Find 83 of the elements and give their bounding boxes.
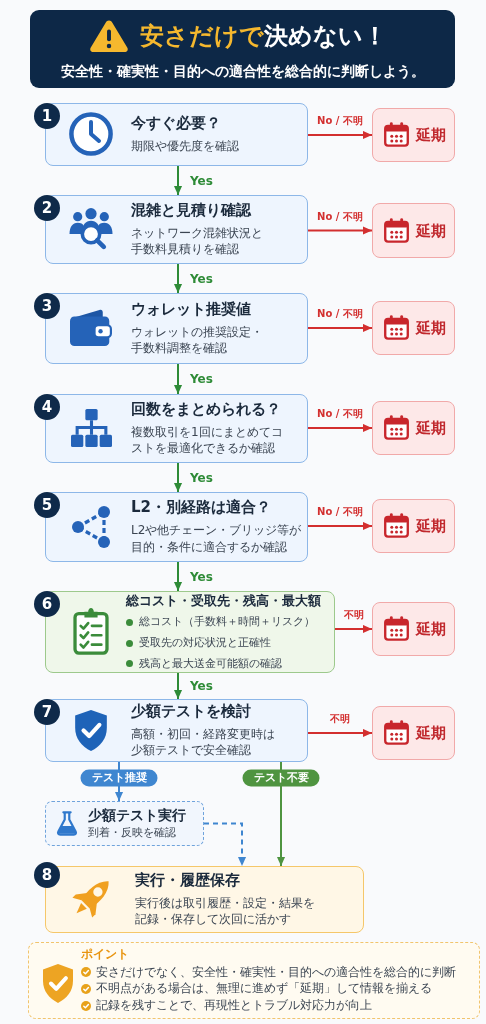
arrow bbox=[307, 521, 373, 531]
step-number-badge: 7 bbox=[34, 699, 60, 725]
dashed-arrow bbox=[203, 822, 247, 867]
step-number-badge: 3 bbox=[34, 293, 60, 319]
step-title: 実行・履歴保存 bbox=[135, 870, 240, 890]
arrow bbox=[173, 263, 183, 294]
edge-label: Yes bbox=[190, 470, 213, 485]
step-title: 少額テストを検討 bbox=[131, 701, 251, 721]
checklist-item: 総コスト（手数料＋時間＋リスク） bbox=[139, 614, 315, 630]
step-number-badge: 5 bbox=[34, 492, 60, 518]
defer-box bbox=[372, 602, 455, 656]
step-title: 混雑と見積り確認 bbox=[131, 200, 251, 220]
step-description: ウォレットの推奨設定・手数料調整を確認 bbox=[131, 323, 264, 358]
edge-label: Yes bbox=[190, 569, 213, 584]
step-title: 総コスト・受取先・残高・最大額 bbox=[126, 592, 321, 609]
defer-label: 延期 bbox=[416, 125, 446, 145]
header-banner bbox=[30, 10, 455, 88]
edge-label: 不明 bbox=[330, 713, 350, 725]
step-description: ネットワーク混雑状況と手数料見積りを確認 bbox=[131, 224, 264, 259]
step-description: L2や他チェーン・ブリッジ等が目的・条件に適合するか確認 bbox=[131, 522, 303, 556]
edge-label: 不明 bbox=[343, 609, 364, 621]
step-description: 期限や優先度を確認 bbox=[131, 137, 239, 155]
banner-subtitle: 安全性・確実性・目的への適合性を総合的に判断しよう。 bbox=[60, 62, 425, 81]
defer-label: 延期 bbox=[416, 723, 446, 743]
arrow bbox=[334, 624, 373, 634]
test-box bbox=[45, 801, 204, 846]
edge-label: Yes bbox=[190, 678, 213, 694]
tip-item: 記録を残すことで、再現性とトラブル対応力が向上 bbox=[96, 997, 372, 1014]
note-box bbox=[28, 942, 480, 1019]
tips-heading: ポイント bbox=[81, 947, 129, 963]
arrow bbox=[307, 130, 373, 140]
defer-label: 延期 bbox=[416, 318, 446, 338]
arrow bbox=[307, 226, 373, 235]
step-description: 実行後は取引履歴・設定・結果を記録・保存して次回に活かす bbox=[135, 894, 316, 929]
arrow bbox=[173, 672, 183, 700]
arrow bbox=[173, 462, 183, 493]
step-description: 高額・初回・経路変更時は少額テストで安全確認 bbox=[131, 725, 276, 760]
edge-label: テスト推奨 bbox=[80, 769, 158, 787]
banner-title: 安さだけで決めない！ bbox=[140, 21, 387, 52]
step-number-badge: 6 bbox=[34, 591, 60, 617]
step-number-badge: 4 bbox=[34, 394, 60, 420]
defer-box bbox=[372, 706, 455, 760]
arrow bbox=[173, 363, 183, 395]
edge-label: No / 不明 bbox=[317, 115, 363, 127]
step-title: L2・別経路は適合？ bbox=[131, 498, 271, 518]
step-description: 到着・反映を確認 bbox=[88, 826, 176, 841]
step-description: 複数取引を1回にまとめてコストを最適化できるか確認 bbox=[131, 423, 284, 458]
edge-label: No / 不明 bbox=[317, 506, 363, 518]
defer-label: 延期 bbox=[416, 516, 446, 536]
tip-item: 安さだけでなく、安全性・確実性・目的への適合性を総合的に判断 bbox=[96, 963, 456, 981]
defer-label: 延期 bbox=[416, 221, 446, 240]
process-box bbox=[45, 103, 308, 166]
arrow bbox=[173, 165, 183, 196]
edge-label: Yes bbox=[190, 371, 213, 387]
defer-box bbox=[372, 301, 455, 355]
defer-box bbox=[372, 499, 455, 553]
step-number-badge: 2 bbox=[34, 195, 60, 221]
step-number-badge: 8 bbox=[34, 862, 60, 888]
tip-item: 不明点がある場合は、無理に進めず「延期」して情報を揃える bbox=[96, 980, 432, 998]
checklist-item: 残高と最大送金可能額の確認 bbox=[139, 656, 282, 672]
process-box bbox=[45, 195, 308, 264]
defer-label: 延期 bbox=[416, 418, 446, 438]
arrow bbox=[307, 728, 373, 738]
edge-label: Yes bbox=[190, 173, 213, 188]
step-title: 今すぐ必要？ bbox=[131, 114, 221, 133]
arrow bbox=[173, 561, 183, 592]
edge-label: No / 不明 bbox=[317, 308, 363, 320]
defer-box bbox=[372, 108, 455, 162]
step-title: 少額テスト実行 bbox=[88, 806, 186, 825]
process-box bbox=[45, 492, 308, 562]
edge-label: テスト不要 bbox=[242, 769, 320, 787]
edge-label: No / 不明 bbox=[317, 210, 363, 223]
arrow bbox=[307, 423, 373, 433]
arrow bbox=[307, 323, 373, 333]
defer-label: 延期 bbox=[416, 619, 446, 639]
checklist-item: 受取先の対応状況と正確性 bbox=[139, 635, 271, 651]
step-title: 回数をまとめられる？ bbox=[131, 399, 281, 419]
defer-box bbox=[372, 401, 455, 455]
defer-box bbox=[372, 203, 455, 258]
step-title: ウォレット推奨値 bbox=[131, 299, 251, 319]
edge-label: Yes bbox=[190, 271, 213, 286]
edge-label: No / 不明 bbox=[317, 408, 363, 420]
step-number-badge: 1 bbox=[34, 103, 60, 129]
